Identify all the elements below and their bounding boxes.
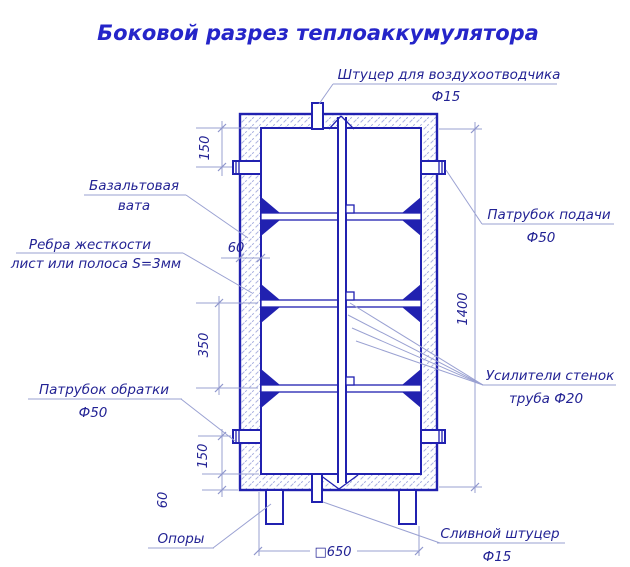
dim-bottom-offset: 150 xyxy=(196,444,211,469)
stub-bottom-right xyxy=(420,429,446,444)
leader-drain xyxy=(322,501,441,544)
dim-tank-width: □650 xyxy=(314,545,351,560)
label-drain-fitting: Сливной штуцер Ф15 xyxy=(437,526,565,565)
leg-right xyxy=(398,489,417,525)
return-stub-top-left xyxy=(232,160,262,175)
pipe-tab-3 xyxy=(345,376,355,386)
dimension-lines xyxy=(214,121,480,556)
label-stiffeners-line1: Ребра жесткости xyxy=(29,237,151,253)
rib-gussets xyxy=(261,197,421,408)
label-basalt-wool-line1: Базальтовая xyxy=(89,178,179,194)
pipe-tab-2 xyxy=(345,291,355,301)
label-supports-line1: Опоры xyxy=(158,531,205,547)
dim-insulation-thickness: 60 xyxy=(228,241,245,256)
air-vent-stub xyxy=(311,102,324,130)
leader-reinforcer-2 xyxy=(347,314,484,386)
tank-outer-casing xyxy=(238,112,439,492)
leader-reinforcer-1 xyxy=(349,302,484,386)
supply-stub-top-right xyxy=(420,160,446,175)
leader-basalt-wool xyxy=(185,194,249,239)
label-supply-pipe-line1: Патрубок подачи xyxy=(487,207,611,223)
label-drain-fitting-line2: Ф15 xyxy=(483,549,512,565)
central-pipe xyxy=(328,115,355,483)
leader-return-pipe xyxy=(180,398,236,442)
label-air-vent: Штуцер для воздухоотводчика Ф15 xyxy=(333,67,560,105)
label-basalt-wool: Базальтовая вата xyxy=(84,178,186,214)
dim-top-offset: 150 xyxy=(198,136,213,161)
label-supply-pipe: Патрубок подачи Ф50 xyxy=(482,207,614,246)
dimension-texts: 150 60 350 150 60 1400 □650 xyxy=(156,136,471,560)
label-supports: Опоры xyxy=(148,531,214,549)
label-wall-reinforcers: Усилители стенок труба Ф20 xyxy=(483,368,616,407)
label-stiffeners-line2: лист или полоса S=3мм xyxy=(10,256,181,272)
leg-left xyxy=(265,489,284,525)
leader-air-vent xyxy=(318,83,334,105)
leader-supply-pipe xyxy=(445,169,483,225)
callout-labels: Штуцер для воздухоотводчика Ф15 Базальто… xyxy=(10,67,616,565)
label-wall-reinforcers-line2: труба Ф20 xyxy=(509,391,583,407)
label-return-pipe-line1: Патрубок обратки xyxy=(39,382,169,398)
leader-reinforcer-3 xyxy=(351,327,484,386)
leader-supports xyxy=(212,503,272,549)
pipe-tab-1 xyxy=(345,204,355,214)
label-supply-pipe-line2: Ф50 xyxy=(527,230,556,246)
label-return-pipe-line2: Ф50 xyxy=(79,405,108,421)
drain-stub xyxy=(311,473,323,503)
label-wall-reinforcers-line1: Усилители стенок xyxy=(486,368,615,384)
leader-lines xyxy=(180,83,484,549)
label-return-pipe: Патрубок обратки Ф50 xyxy=(28,382,182,421)
page-title: Боковой разрез теплоаккумулятора xyxy=(97,21,539,45)
label-air-vent-line1: Штуцер для воздухоотводчика xyxy=(338,67,561,83)
label-drain-fitting-line1: Сливной штуцер xyxy=(440,526,559,542)
leader-reinforcer-4 xyxy=(355,340,484,386)
dim-bottom-insulation: 60 xyxy=(156,492,171,509)
label-stiffeners: Ребра жесткости лист или полоса S=3мм xyxy=(10,237,183,272)
label-basalt-wool-line2: вата xyxy=(118,198,150,214)
label-air-vent-line2: Ф15 xyxy=(432,89,461,105)
return-stub-bottom-left xyxy=(232,429,262,444)
dim-tank-height: 1400 xyxy=(456,292,471,325)
leader-stiffeners xyxy=(182,252,253,294)
dim-rib-spacing: 350 xyxy=(197,333,212,358)
stub-pipes xyxy=(232,102,446,503)
